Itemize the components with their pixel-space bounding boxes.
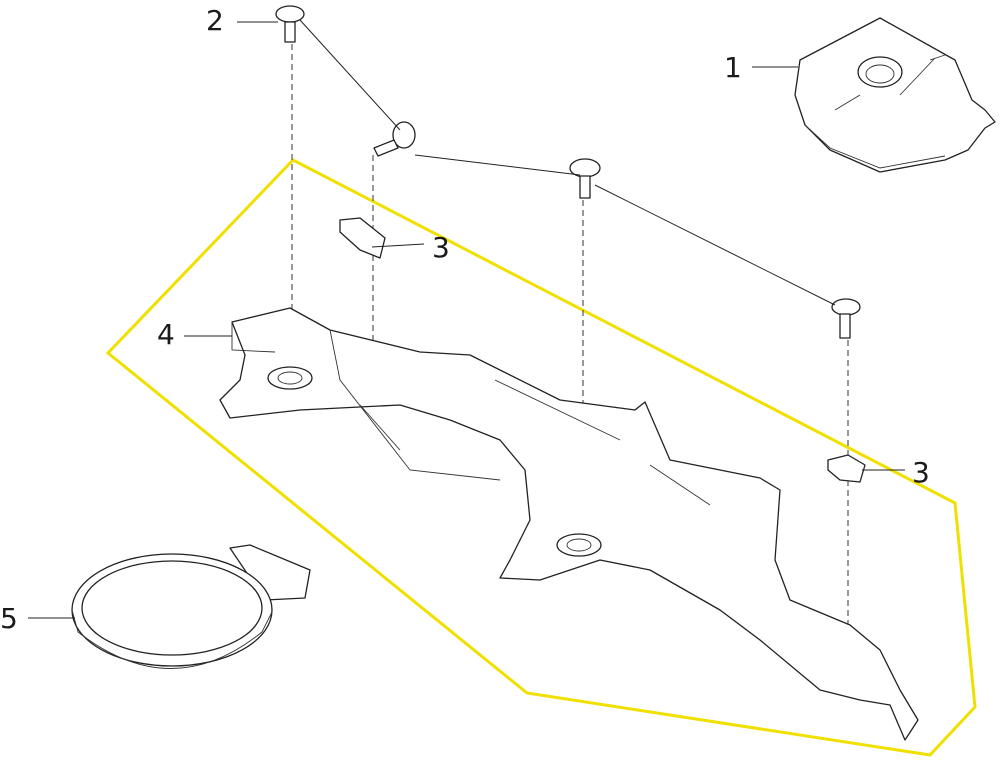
callout-2: 2 bbox=[206, 4, 224, 37]
screw-right bbox=[831, 298, 861, 339]
part-3-clip-right bbox=[827, 454, 866, 483]
part-1-cover bbox=[794, 17, 996, 173]
part-4-bracket bbox=[219, 307, 919, 741]
highlight-outline bbox=[105, 158, 977, 757]
part-5-ring bbox=[71, 544, 311, 669]
screw-center bbox=[569, 158, 601, 199]
callout-3a: 3 bbox=[432, 231, 450, 264]
callout-3b: 3 bbox=[912, 456, 930, 489]
part-3-clip-left bbox=[339, 217, 386, 259]
callout-1: 1 bbox=[724, 51, 742, 84]
callout-4: 4 bbox=[157, 318, 175, 351]
screw-mid-left bbox=[373, 121, 416, 157]
callout-5: 5 bbox=[0, 602, 18, 635]
screw-top-left bbox=[275, 5, 305, 43]
